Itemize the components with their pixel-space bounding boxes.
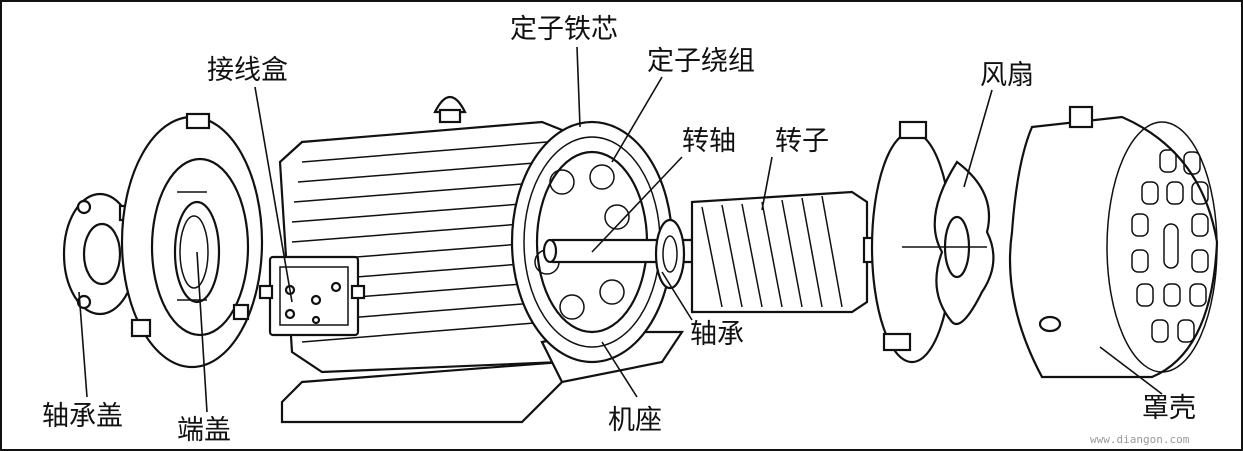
bearing-part xyxy=(654,218,686,290)
leader-lines xyxy=(78,46,1163,413)
label-rotor: 转子 xyxy=(775,126,829,157)
label-frame: 机座 xyxy=(608,405,662,436)
fan-cover-part xyxy=(1008,105,1219,379)
label-fan: 风扇 xyxy=(980,60,1034,91)
terminal-box-part xyxy=(258,255,366,337)
label-bearing: 轴承 xyxy=(690,319,744,350)
label-end-cover: 端盖 xyxy=(177,415,231,446)
watermark-text: www.diangon.com xyxy=(1090,433,1190,446)
label-stator-core: 定子铁芯 xyxy=(510,14,618,45)
end-cover-part xyxy=(120,112,264,369)
label-fan-cover: 罩壳 xyxy=(1142,393,1196,424)
label-shaft: 转轴 xyxy=(682,126,736,157)
rotor-part xyxy=(690,190,906,314)
label-stator-winding: 定子绕组 xyxy=(647,46,755,77)
fan-part xyxy=(870,120,995,364)
label-bearing-cap: 轴承盖 xyxy=(42,401,123,432)
label-terminal-box: 接线盒 xyxy=(207,55,288,86)
